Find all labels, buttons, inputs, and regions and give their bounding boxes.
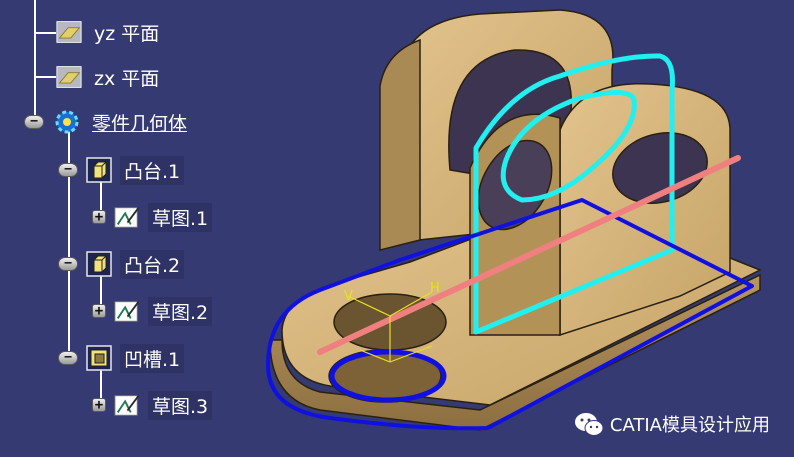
tree-connector [100, 274, 102, 312]
tree-item-label: zx 平面 [94, 67, 160, 90]
axis-label-v: V [344, 289, 353, 304]
3d-viewport[interactable]: V H [260, 0, 794, 457]
tree-item-label: 草图.1 [148, 202, 213, 232]
tree-item-label: 凹槽.1 [120, 343, 185, 373]
sketch-profile-base [266, 198, 754, 431]
collapse-toggle[interactable]: − [58, 351, 78, 365]
axis-label-h: H [430, 281, 440, 296]
tree-item-label: yz 平面 [94, 22, 160, 45]
collapse-toggle[interactable]: − [58, 257, 78, 271]
tree-item-sketch-1[interactable]: + 草图.1 [92, 202, 213, 232]
tree-item-pocket-1[interactable]: − 凹槽.1 [58, 343, 185, 373]
sketch-axis [347, 291, 433, 363]
specification-tree: yz 平面 zx 平面 − 零件几何体 − [0, 0, 300, 457]
watermark-text: CATIA模具设计应用 [609, 415, 770, 436]
tree-item-yz-plane[interactable]: yz 平面 [52, 17, 163, 47]
tree-item-label: 草图.2 [148, 296, 213, 326]
tree-item-label: 零件几何体 [92, 112, 188, 135]
wechat-icon [574, 413, 604, 436]
tree-item-label: 凸台.1 [120, 155, 185, 185]
pad-icon [86, 157, 112, 183]
sketch-icon [114, 298, 140, 324]
pocket-icon [86, 345, 112, 371]
tree-connector [100, 368, 102, 406]
tree-connector [34, 0, 36, 122]
expand-toggle[interactable]: + [92, 304, 106, 318]
tree-item-label: 草图.3 [148, 390, 213, 420]
tree-connector [100, 180, 102, 218]
sketch-icon [114, 392, 140, 418]
plane-icon [56, 19, 82, 45]
side-slot [477, 139, 553, 231]
sketch-profile-inner [500, 90, 637, 203]
tree-item-pad-2[interactable]: − 凸台.2 [58, 249, 185, 279]
watermark: CATIA模具设计应用 [574, 411, 770, 437]
base-plate-front [269, 273, 761, 431]
tree-item-sketch-3[interactable]: + 草图.3 [92, 390, 213, 420]
tree-item-zx-plane[interactable]: zx 平面 [52, 62, 163, 92]
part-model[interactable]: V H [260, 0, 794, 457]
tree-connector [34, 32, 56, 34]
part-body-icon [54, 109, 80, 135]
sketch-icon [114, 204, 140, 230]
tree-item-part-body[interactable]: − 零件几何体 [24, 107, 191, 137]
tree-connector [68, 130, 70, 358]
tree-item-label: 凸台.2 [120, 249, 185, 279]
collapse-toggle[interactable]: − [24, 115, 44, 129]
tree-connector [34, 76, 56, 78]
tree-item-sketch-2[interactable]: + 草图.2 [92, 296, 213, 326]
tree-item-pad-1[interactable]: − 凸台.1 [58, 155, 185, 185]
collapse-toggle[interactable]: − [58, 163, 78, 177]
plane-icon [56, 64, 82, 90]
expand-toggle[interactable]: + [92, 398, 106, 412]
sketch-profile-outer [473, 53, 675, 335]
back-upright-side [379, 38, 421, 251]
pad-icon [86, 251, 112, 277]
expand-toggle[interactable]: + [92, 210, 106, 224]
sketch-circle-base [329, 349, 447, 403]
